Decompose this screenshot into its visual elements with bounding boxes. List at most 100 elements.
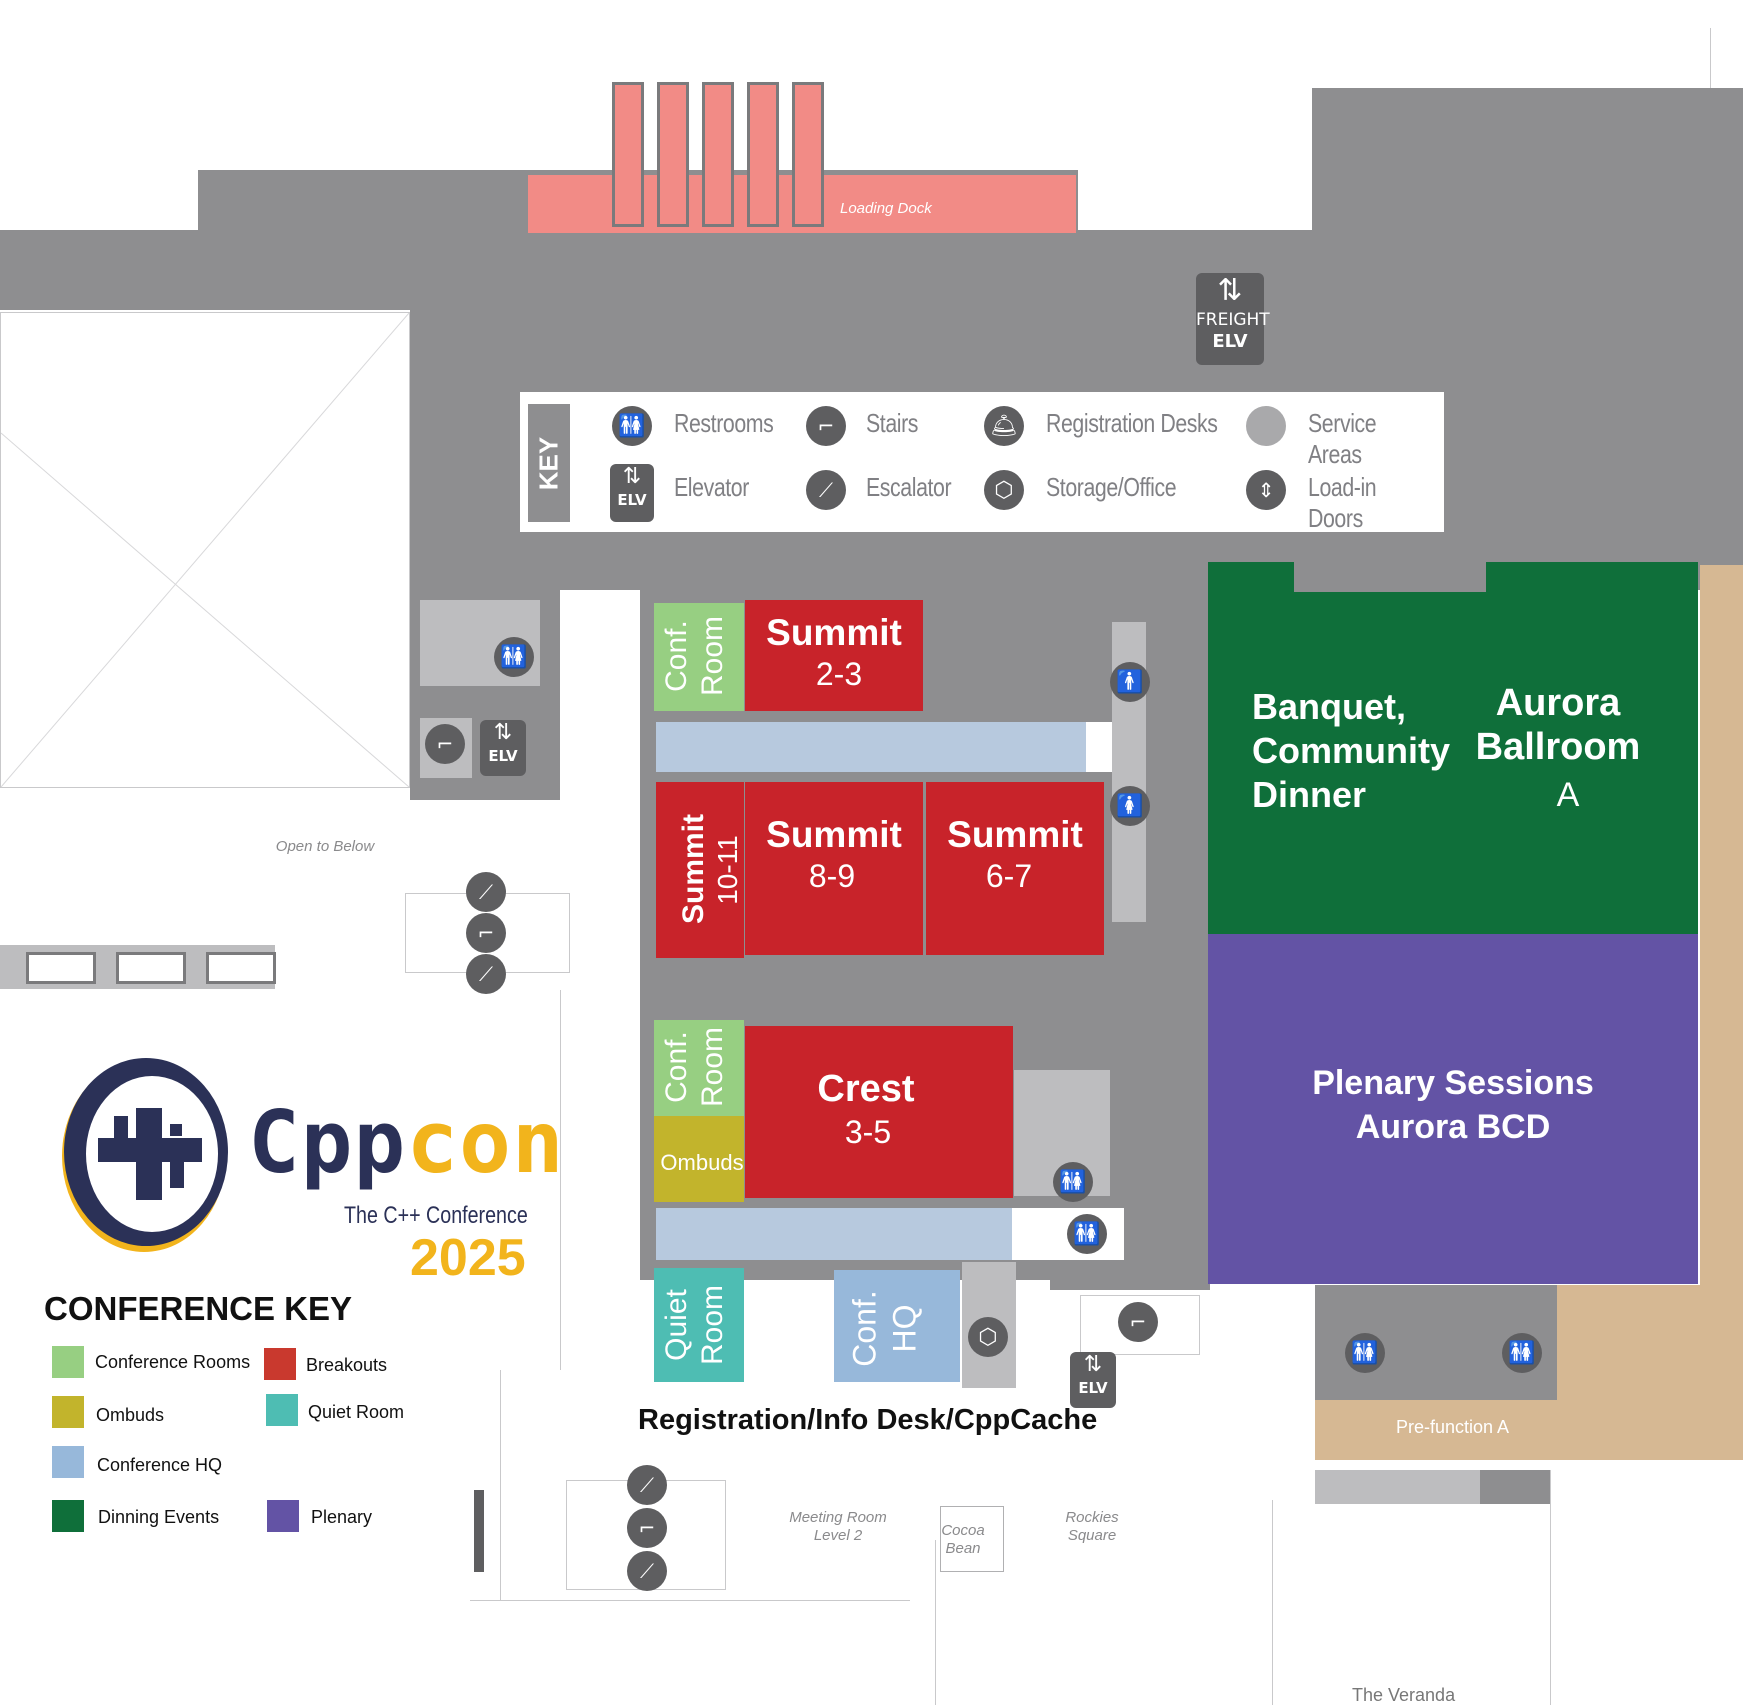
summit-6-7-name: Summit (947, 814, 1083, 855)
loading-bay-3 (702, 82, 734, 227)
vent-3 (206, 952, 276, 984)
conf-room-mid[interactable]: Conf. Room (654, 1020, 744, 1116)
conf-hq-corridor-bottom (656, 1208, 1012, 1260)
aurora-ballroom-a[interactable]: Banquet, Community Dinner Aurora Ballroo… (1208, 562, 1698, 934)
banquet-line3: Dinner (1252, 774, 1367, 815)
swatch-plenary (267, 1500, 299, 1532)
key-elevator: Elevator (674, 472, 749, 502)
elevator-arrows-icon: ⇅ (1217, 273, 1243, 308)
key-title-bar: KEY (528, 404, 570, 522)
outline-4 (935, 1540, 936, 1705)
brand-name: Cppcon (248, 1098, 565, 1188)
legend-conference-hq: Conference HQ (97, 1455, 223, 1475)
key-title: KEY (533, 436, 564, 491)
cocoa-bean-line1: Cocoa (941, 1522, 985, 1539)
cocoa-bean-box (940, 1506, 1004, 1572)
legend-quiet-room: Quiet Room (308, 1402, 405, 1422)
legend-breakouts: Breakouts (306, 1355, 388, 1375)
south-door-strip-2 (1480, 1470, 1550, 1504)
summit-8-9-name: Summit (766, 814, 902, 855)
summit-8-9[interactable]: Summit 8-9 (745, 782, 923, 955)
escalator-icon-south-2: ⟋ (627, 1551, 667, 1591)
aurora-a-line1: Aurora (1495, 682, 1621, 724)
vent-2 (116, 952, 186, 984)
registration-desk-label: Registration/Info Desk/CppCache (638, 1404, 1098, 1436)
freight-elv-label: ELV (1212, 331, 1248, 352)
banquet-line2: Community (1252, 730, 1450, 771)
restroom-icon: 🚻 (612, 406, 652, 446)
swatch-ombuds (52, 1396, 84, 1428)
prefunction-label: Pre-function A (1396, 1417, 1510, 1437)
quiet-room-label1: Quiet (660, 1289, 693, 1361)
loadin-doors-icon: ⇕ (1246, 470, 1286, 510)
open-to-below-label: Open to Below (275, 838, 375, 855)
elv-text-south: ELV (1078, 1379, 1108, 1397)
summit-2-3-num: 2-3 (815, 656, 863, 692)
conf-room-top[interactable]: Conf. Room (654, 603, 744, 711)
elevator-icon: ⇅ELV (610, 464, 654, 522)
restroom-icon-crest-1: 🚻 (1053, 1162, 1093, 1202)
aurora-a-line3: A (1556, 776, 1580, 814)
elv-text-west: ELV (488, 747, 518, 765)
summit-6-7-num: 6-7 (985, 858, 1033, 894)
conf-hq-label1: Conf. (846, 1290, 883, 1367)
banquet-line1: Banquet, (1252, 686, 1407, 727)
loading-dock-label: Loading Dock (840, 200, 932, 217)
conference-key-title: CONFERENCE KEY (44, 1290, 353, 1327)
outline-6 (1550, 1470, 1551, 1705)
stairs-icon-south: ⌐ (1118, 1302, 1158, 1342)
elevator-icon-south: ⇅ELV (1070, 1352, 1116, 1408)
plenary-aurora-bcd[interactable]: Plenary Sessions Aurora BCD (1208, 934, 1698, 1284)
key-restrooms: Restrooms (674, 408, 774, 438)
crest-3-5[interactable]: Crest 3-5 (745, 1026, 1013, 1198)
conf-hq[interactable]: Conf. HQ (834, 1270, 960, 1382)
restroom-icon-prefunction-2: 🚻 (1502, 1333, 1542, 1373)
brand-name-con: con (406, 1093, 565, 1193)
restroom-icon-prefunction-1: 🚻 (1345, 1333, 1385, 1373)
outline-1 (560, 990, 561, 1370)
outline-2 (500, 1370, 501, 1600)
meeting-room-level2-line2: Level 2 (813, 1527, 863, 1544)
ombuds-room[interactable]: Ombuds (654, 1116, 744, 1202)
brand-year: 2025 (410, 1229, 526, 1287)
plenary-line2: Aurora BCD (1355, 1108, 1551, 1146)
plenary-line1: Plenary Sessions (1312, 1064, 1594, 1102)
stairs-icon-south-2: ⌐ (627, 1508, 667, 1548)
aurora-a-line2: Ballroom (1475, 726, 1641, 768)
legend-ombuds: Ombuds (96, 1405, 165, 1425)
outline-5 (1272, 1500, 1273, 1705)
escalator-icon-west-1: ⟋ (466, 872, 506, 912)
open-to-below-void (0, 312, 410, 788)
restroom-icon-summit-2: 🚺 (1110, 786, 1150, 826)
conf-hq-label2: HQ (886, 1304, 923, 1353)
map-key: KEY 🚻 Restrooms ⌐ Stairs 🛎 Registration … (520, 392, 1444, 533)
quiet-room-label2: Room (696, 1284, 729, 1366)
building-ne-block (1312, 88, 1743, 248)
quiet-room[interactable]: Quiet Room (654, 1268, 744, 1382)
loading-bay-4 (747, 82, 779, 227)
swatch-conference-hq (52, 1446, 84, 1478)
south-wall-block (474, 1490, 484, 1572)
storage-office-icon-hq: ⬡ (968, 1317, 1008, 1357)
key-service-areas: Service Areas (1308, 408, 1377, 469)
outline-7 (1710, 28, 1711, 88)
outline-3 (470, 1600, 910, 1601)
rockies-square-line1: Rockies (1065, 1509, 1119, 1526)
summit-6-7[interactable]: Summit 6-7 (926, 782, 1104, 955)
conf-room-top-label2: Room (696, 615, 729, 697)
summit-10-11[interactable]: Summit 10-11 (656, 782, 744, 958)
conf-room-mid-label1: Conf. (660, 1031, 693, 1103)
vent-1 (26, 952, 96, 984)
prefunction-east-strip (1700, 565, 1743, 1285)
rockies-square-line2: Square (1067, 1527, 1117, 1544)
freight-elevator: ⇅ FREIGHT ELV (1196, 273, 1270, 365)
summit-8-9-num: 8-9 (808, 858, 856, 894)
key-registration-desks: Registration Desks (1046, 408, 1218, 438)
service-area-icon (1246, 406, 1286, 446)
swatch-dinning-events (52, 1500, 84, 1532)
aurora-a-notch (1294, 562, 1486, 592)
registration-desk-icon: 🛎 (984, 406, 1024, 446)
crest-3-5-name: Crest (817, 1068, 915, 1110)
swatch-conference-rooms (52, 1346, 84, 1378)
summit-2-3[interactable]: Summit 2-3 (745, 600, 923, 711)
